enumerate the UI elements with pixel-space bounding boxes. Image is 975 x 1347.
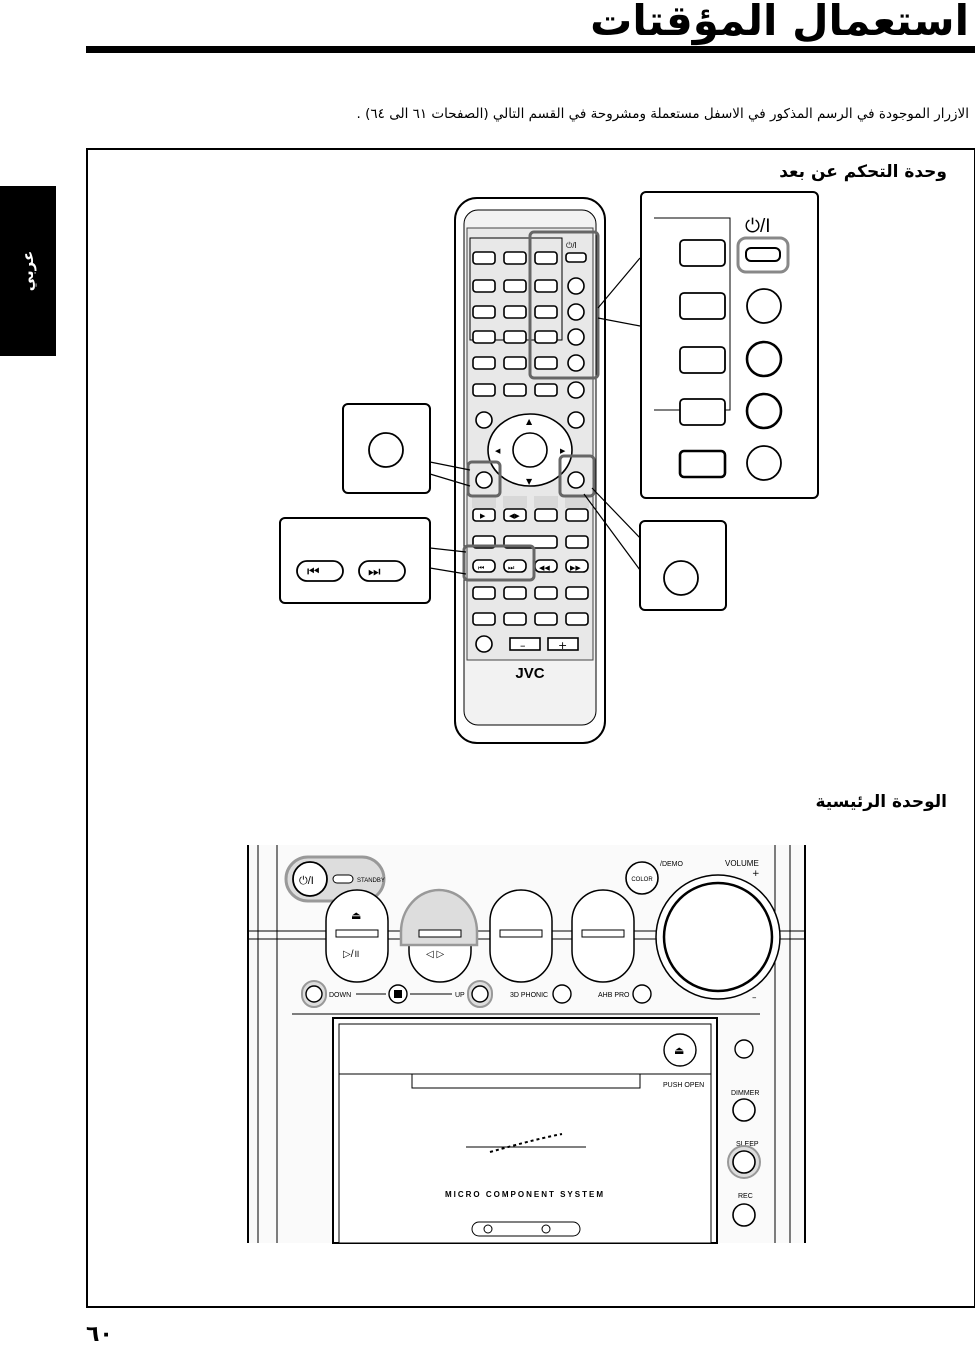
remote-heading: وحدة التحكم عن بعد (779, 162, 947, 182)
svg-text:⏮: ⏮ (307, 563, 320, 579)
svg-text:◀: ◀ (495, 447, 501, 455)
callout-skip-buttons: ⏮ ⏭ (279, 517, 431, 604)
remote-minus: – (520, 639, 526, 652)
sleep-label: SLEEP (736, 1141, 759, 1148)
remote-control: ⏻/I ▲▼ ◀▶ ▶◀▶ ⏮⏭ ◀◀▶▶ – + JVC (429, 197, 643, 744)
svg-text:◀◀: ◀◀ (539, 564, 550, 572)
svg-text:⏭: ⏭ (508, 564, 515, 572)
page-number: ٦٠ (86, 1322, 113, 1347)
callout-power-label: ⏻/I (745, 216, 771, 237)
svg-text:⏏: ⏏ (674, 1044, 684, 1057)
play-pause-label: ▷/॥ (343, 949, 359, 960)
ahb-label: AHB PRO (598, 992, 630, 999)
svg-text:◀▶: ◀▶ (509, 512, 520, 520)
language-tab: عربي (0, 186, 56, 356)
svg-text:▶: ▶ (480, 512, 486, 520)
remote-brand: JVC (515, 665, 544, 682)
svg-text:▲: ▲ (526, 417, 533, 426)
dimmer-label: DIMMER (731, 1090, 759, 1097)
system-label: MICRO COMPONENT SYSTEM (445, 1190, 605, 1199)
main-unit-heading: الوحدة الرئيسية (815, 792, 947, 812)
svg-text:⏭: ⏭ (368, 563, 381, 579)
callout-timer-buttons: ⏻/I (640, 191, 819, 499)
push-open-label: PUSH OPEN (663, 1082, 704, 1089)
down-label: DOWN (329, 992, 351, 999)
phonic-label: 3D PHONIC (510, 992, 548, 999)
unit-power-label: ⏻/I (299, 875, 314, 887)
up-label: UP (455, 992, 465, 999)
page-title: استعمال المؤقتات (590, 0, 969, 45)
volume-label: VOLUME (725, 859, 759, 868)
intro-text: الازرار الموجودة في الرسم المذكور في الا… (356, 106, 969, 122)
title-underline (86, 46, 975, 53)
color-label: COLOR (631, 877, 653, 883)
callout-left-button (342, 403, 431, 494)
reverse-forward-label: ◁ ▷ (426, 949, 444, 960)
svg-text:▼: ▼ (526, 477, 533, 486)
svg-text:–: – (752, 993, 757, 1003)
remote-plus: + (558, 639, 567, 652)
callout-right-button (639, 520, 727, 611)
rec-label: REC (738, 1193, 753, 1200)
main-unit: ⏻/I STANDBY ⏏ ▷/॥ ◁ ▷ COLOR /DEMO VOLUME… (247, 845, 806, 1244)
standby-label: STANDBY (357, 878, 385, 884)
svg-text:▶▶: ▶▶ (570, 564, 581, 572)
svg-text:⏻/I: ⏻/I (566, 241, 577, 250)
demo-label: /DEMO (660, 861, 684, 868)
svg-text:▶: ▶ (560, 447, 566, 455)
svg-text:+: + (752, 869, 760, 879)
svg-text:⏮: ⏮ (478, 564, 484, 572)
svg-text:⏏: ⏏ (351, 909, 361, 922)
